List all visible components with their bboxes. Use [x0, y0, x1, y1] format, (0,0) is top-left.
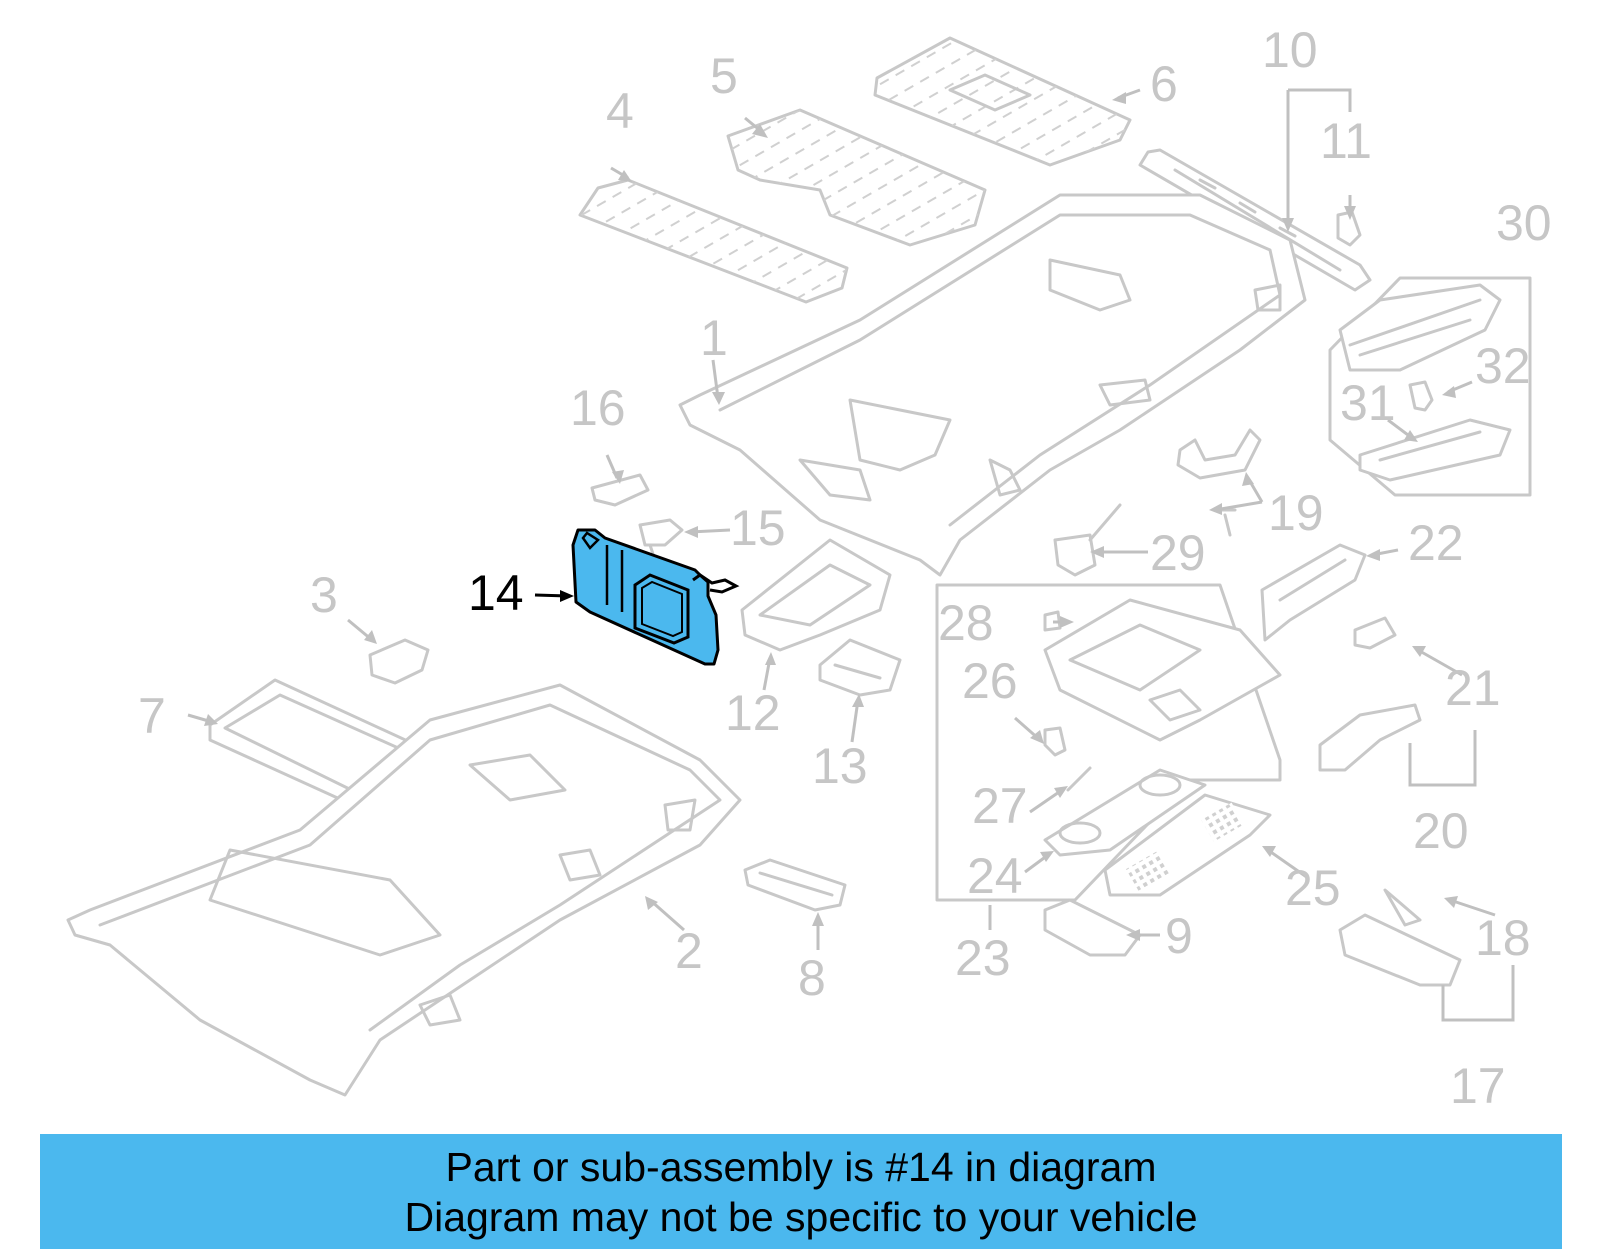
callout-1: 1 — [700, 310, 728, 366]
part-23-console-assy — [935, 583, 1282, 902]
callout-27: 27 — [972, 778, 1028, 834]
callout-5: 5 — [710, 48, 738, 104]
callout-22: 22 — [1408, 515, 1464, 571]
callout-12: 12 — [725, 685, 781, 741]
callout-26: 26 — [962, 653, 1018, 709]
callout-11: 11 — [1320, 113, 1372, 169]
banner-disclaimer: Diagram may not be specific to your vehi… — [404, 1193, 1198, 1240]
part-5-insulator — [726, 108, 987, 247]
part-13-lamp — [818, 638, 902, 697]
part-25-lens — [1103, 793, 1272, 897]
sun-visor-highlight — [571, 528, 720, 666]
part-29-lamp — [1053, 503, 1122, 577]
callout-10: 10 — [1262, 22, 1318, 78]
callout-23: 23 — [955, 930, 1011, 986]
part-2-headliner — [66, 683, 742, 1097]
part-1-headliner — [678, 193, 1307, 577]
callout-29: 29 — [1150, 525, 1206, 581]
callout-15: 15 — [730, 500, 786, 556]
part-10-rail — [1138, 148, 1372, 292]
callout-14: 14 — [468, 565, 524, 621]
callout-30: 30 — [1496, 195, 1552, 251]
info-banner: Part or sub-assembly is #14 in diagram D… — [40, 1134, 1562, 1249]
part-15-holder — [638, 518, 684, 562]
callout-20: 20 — [1413, 803, 1469, 859]
callout-3: 3 — [310, 567, 338, 623]
part-20-bracket — [1318, 703, 1422, 772]
callout-8: 8 — [798, 950, 826, 1006]
part-4-insulator — [578, 178, 849, 304]
part-8-bezel — [743, 858, 847, 912]
callout-19: 19 — [1268, 485, 1324, 541]
callout-21: 21 — [1445, 660, 1501, 716]
callout-4: 4 — [606, 83, 634, 139]
part-17-lamp — [1338, 888, 1462, 987]
part-22-bracket — [1260, 543, 1367, 642]
callout-9: 9 — [1165, 908, 1193, 964]
callout-16: 16 — [570, 380, 626, 436]
part-14-sun-visor — [571, 528, 740, 666]
callout-31: 31 — [1340, 375, 1396, 431]
part-21-bracket — [1353, 616, 1397, 650]
arrowheads — [204, 92, 1458, 941]
callout-6: 6 — [1150, 56, 1178, 112]
part-12-bezel — [740, 538, 892, 652]
part-9-lens — [1043, 898, 1142, 957]
callout-28: 28 — [938, 595, 994, 651]
part-3-bracket — [368, 638, 430, 685]
callout-18: 18 — [1475, 910, 1531, 966]
callout-32: 32 — [1475, 338, 1531, 394]
callout-17: 17 — [1450, 1058, 1506, 1114]
banner-part-note: Part or sub-assembly is #14 in diagram — [445, 1143, 1157, 1190]
callout-25: 25 — [1285, 860, 1341, 916]
callout-13: 13 — [812, 738, 868, 794]
callout-labels: 1 2 3 4 5 6 7 8 9 10 11 12 13 14 15 16 1… — [138, 22, 1552, 1114]
part-16-clip — [590, 473, 650, 507]
callout-2: 2 — [675, 923, 703, 979]
part-6-insulator — [873, 36, 1132, 167]
callout-7: 7 — [138, 688, 166, 744]
callout-24: 24 — [967, 848, 1023, 904]
part-30-console — [1328, 276, 1532, 497]
